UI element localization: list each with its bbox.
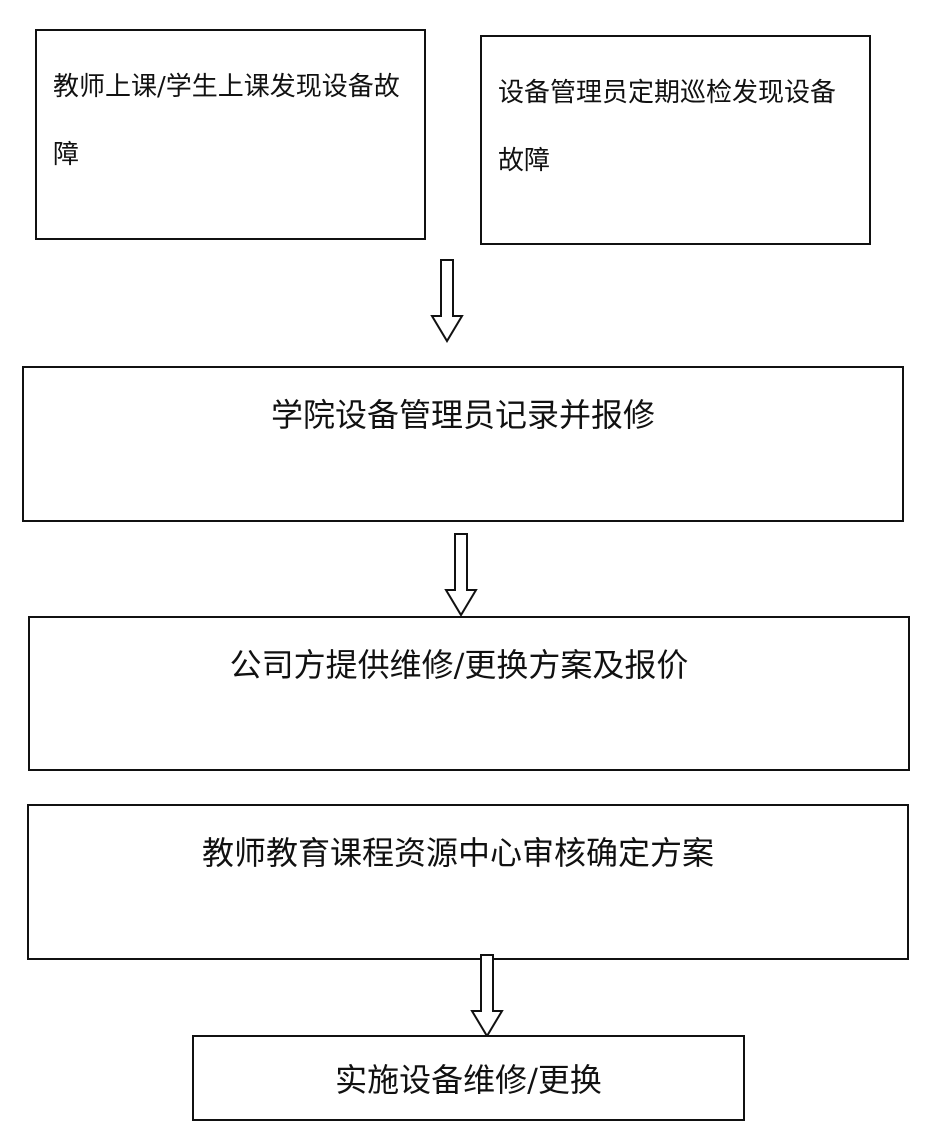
- node-teacher-found-label: 教师上课/学生上课发现设备故障: [53, 72, 400, 170]
- flow-arrow-1: [430, 259, 464, 343]
- node-company-plan-label: 公司方提供维修/更换方案及报价: [229, 646, 689, 684]
- flow-arrow-2: [444, 533, 478, 617]
- node-record-report-label: 学院设备管理员记录并报修: [270, 396, 655, 434]
- node-implement: 实施设备维修/更换: [192, 1035, 745, 1121]
- node-record-report: 学院设备管理员记录并报修: [22, 366, 904, 522]
- node-center-review-label: 教师教育课程资源中心审核确定方案: [201, 834, 714, 872]
- flow-arrow-3: [470, 954, 504, 1038]
- node-teacher-found: 教师上课/学生上课发现设备故障: [35, 29, 426, 240]
- node-implement-label: 实施设备维修/更换: [335, 1061, 602, 1099]
- node-center-review: 教师教育课程资源中心审核确定方案: [27, 804, 909, 960]
- node-admin-patrol-label: 设备管理员定期巡检发现设备故障: [498, 78, 837, 176]
- node-admin-patrol: 设备管理员定期巡检发现设备故障: [480, 35, 871, 245]
- node-company-plan: 公司方提供维修/更换方案及报价: [28, 616, 910, 771]
